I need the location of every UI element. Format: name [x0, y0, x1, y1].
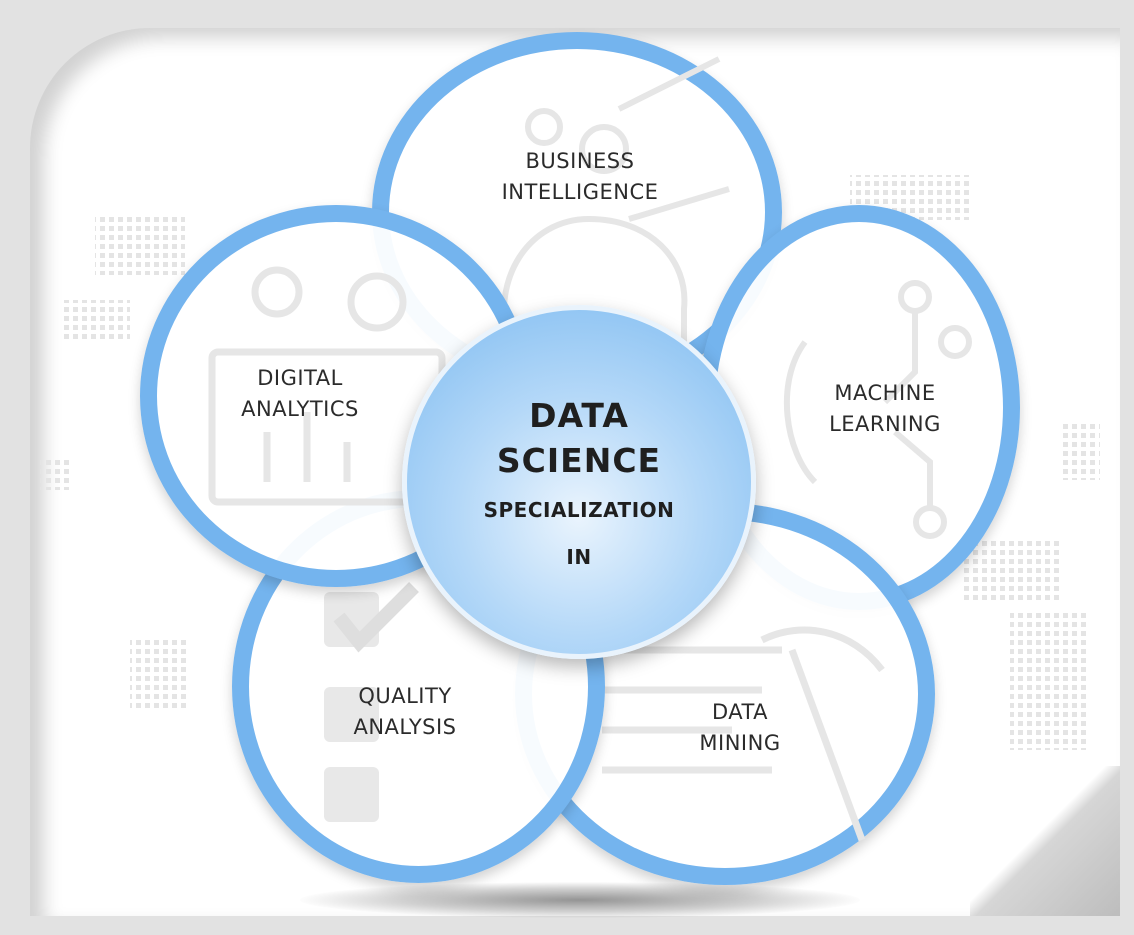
- label-machine-learning: MACHINE LEARNING: [829, 381, 941, 436]
- center-title-line2: SCIENCE: [496, 441, 662, 480]
- brain-circuit-icon: [783, 280, 972, 539]
- page-curl: [970, 766, 1120, 916]
- label-data-mining: DATA MINING: [699, 700, 781, 755]
- checklist-icon: [324, 582, 419, 822]
- label-business-intelligence: BUSINESS INTELLIGENCE: [501, 149, 659, 204]
- map-dots-left: [40, 215, 190, 710]
- center-subtitle-line1: SPECIALIZATION: [483, 498, 675, 522]
- gears-head-icon: [500, 56, 730, 350]
- base-shadow: [300, 882, 860, 918]
- center-title-line1: DATA: [529, 396, 629, 435]
- label-digital-analytics: DIGITAL ANALYTICS: [241, 366, 359, 421]
- center-circle: DATA SCIENCE SPECIALIZATION IN: [402, 305, 756, 659]
- center-text: DATA SCIENCE SPECIALIZATION IN: [407, 310, 751, 654]
- label-quality-analysis: QUALITY ANALYSIS: [353, 684, 457, 739]
- map-dots-right: [850, 175, 1100, 750]
- center-subtitle-line2: IN: [566, 545, 592, 569]
